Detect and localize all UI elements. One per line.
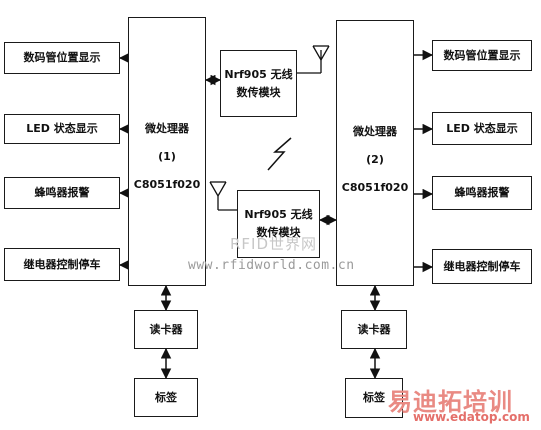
right-output-led-status: LED 状态显示 [432,112,532,145]
top-radio-module: Nrf905 无线 数传模块 [220,50,297,117]
antenna-icon [209,181,237,211]
left-output-relay-stop: 继电器控制停车 [4,248,120,281]
top-radio-line2: 数传模块 [236,85,281,99]
left-microprocessor: 微处理器 (1) C8051f020 [128,17,206,286]
top-radio-line1: Nrf905 无线 [224,67,293,81]
left-rfid-tag: 标签 [134,378,198,417]
rfidworld-watermark: RFID世界网 [230,235,318,253]
wireless-link-icon [267,137,292,171]
right-microprocessor: 微处理器 (2) C8051f020 [336,20,414,286]
right-processor-title: 微处理器 [353,125,397,138]
left-output-digit-display: 数码管位置显示 [4,42,120,74]
bottom-radio-module: Nrf905 无线 数传模块 [237,190,320,258]
right-processor-model: C8051f020 [341,180,409,194]
rfidworld-url-watermark: www.rfidworld.com.cn [188,258,355,273]
right-output-relay-stop: 继电器控制停车 [432,249,532,284]
right-rfid-tag: 标签 [345,378,403,418]
left-processor-title: 微处理器 [145,122,189,135]
right-processor-index: (2) [366,152,384,166]
right-output-buzzer-alarm: 蜂鸣器报警 [432,176,532,210]
left-output-buzzer-alarm: 蜂鸣器报警 [4,177,120,209]
left-output-led-status: LED 状态显示 [4,114,120,144]
antenna-icon [297,45,330,74]
right-card-reader: 读卡器 [341,310,407,349]
right-output-digit-display: 数码管位置显示 [432,40,532,71]
left-processor-model: C8051f020 [133,177,201,191]
edatop-watermark: 易迪拓培训 [388,388,513,416]
edatop-url-watermark: www.edatop.com [413,410,530,424]
bottom-radio-line1: Nrf905 无线 [244,208,313,222]
left-card-reader: 读卡器 [134,310,198,349]
left-processor-index: (1) [158,149,176,163]
bottom-radio-line2: 数传模块 [256,226,301,239]
